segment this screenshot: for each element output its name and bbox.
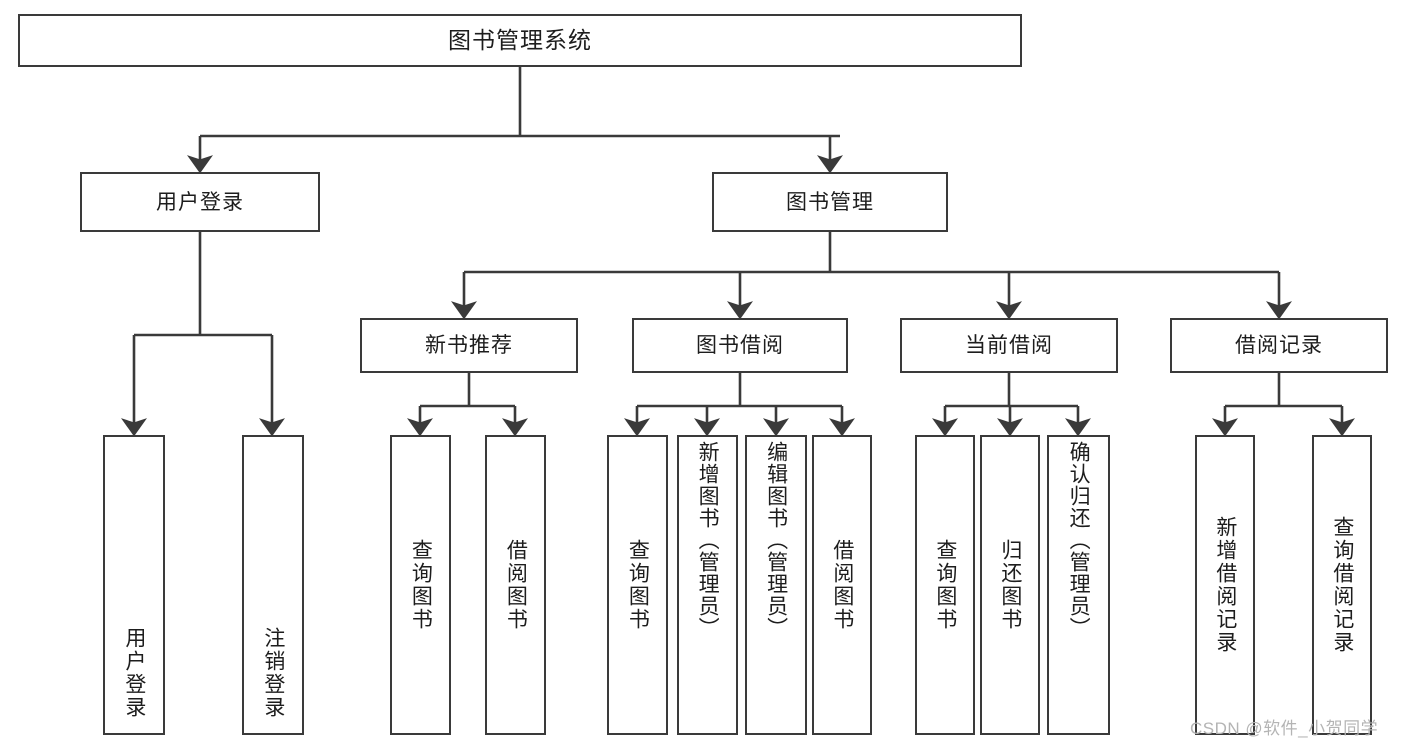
leaf-borrow-add-book-admin[interactable]: 新增图书（管理员） (677, 435, 738, 735)
node-label: 借阅记录 (1235, 334, 1323, 357)
node-book-management[interactable]: 图书管理 (712, 172, 948, 232)
node-label: 查询借阅记录 (1330, 516, 1354, 654)
leaf-borrow-query-book[interactable]: 查询图书 (607, 435, 668, 735)
leaf-current-query-book[interactable]: 查询图书 (915, 435, 975, 735)
node-label: 编辑图书（管理员） (764, 441, 788, 639)
watermark-text: CSDN @软件_小贺同学 (1190, 719, 1379, 738)
node-label: 图书管理 (786, 190, 874, 214)
node-label: 确认归还（管理员） (1067, 441, 1091, 639)
leaf-borrow-edit-book-admin[interactable]: 编辑图书（管理员） (745, 435, 807, 735)
node-label: 借阅图书 (830, 539, 854, 631)
node-book-borrow[interactable]: 图书借阅 (632, 318, 848, 373)
node-label: 用户登录 (156, 190, 244, 214)
node-label: 查询图书 (409, 539, 433, 631)
node-label: 查询图书 (626, 539, 650, 631)
node-label: 当前借阅 (965, 334, 1053, 357)
node-label: 新增图书（管理员） (696, 441, 720, 639)
node-label: 用户登录 (122, 627, 146, 719)
node-label: 注销登录 (261, 627, 285, 719)
node-root-system[interactable]: 图书管理系统 (18, 14, 1022, 67)
node-label: 归还图书 (998, 539, 1022, 631)
leaf-current-confirm-return-admin[interactable]: 确认归还（管理员） (1047, 435, 1110, 735)
leaf-recommend-borrow-book[interactable]: 借阅图书 (485, 435, 546, 735)
node-label: 借阅图书 (504, 539, 528, 631)
node-label: 查询图书 (933, 539, 957, 631)
leaf-user-login-login[interactable]: 用户登录 (103, 435, 165, 735)
leaf-user-login-logout[interactable]: 注销登录 (242, 435, 304, 735)
node-user-login[interactable]: 用户登录 (80, 172, 320, 232)
leaf-record-add-record[interactable]: 新增借阅记录 (1195, 435, 1255, 735)
node-label: 图书借阅 (696, 334, 784, 357)
node-new-book-recommend[interactable]: 新书推荐 (360, 318, 578, 373)
leaf-record-query-record[interactable]: 查询借阅记录 (1312, 435, 1372, 735)
leaf-current-return-book[interactable]: 归还图书 (980, 435, 1040, 735)
node-label: 新增借阅记录 (1213, 516, 1237, 654)
leaf-borrow-borrow-book[interactable]: 借阅图书 (812, 435, 872, 735)
node-borrow-record[interactable]: 借阅记录 (1170, 318, 1388, 373)
node-label: 图书管理系统 (448, 27, 592, 53)
node-current-borrow[interactable]: 当前借阅 (900, 318, 1118, 373)
node-label: 新书推荐 (425, 334, 513, 357)
leaf-recommend-query-book[interactable]: 查询图书 (390, 435, 451, 735)
